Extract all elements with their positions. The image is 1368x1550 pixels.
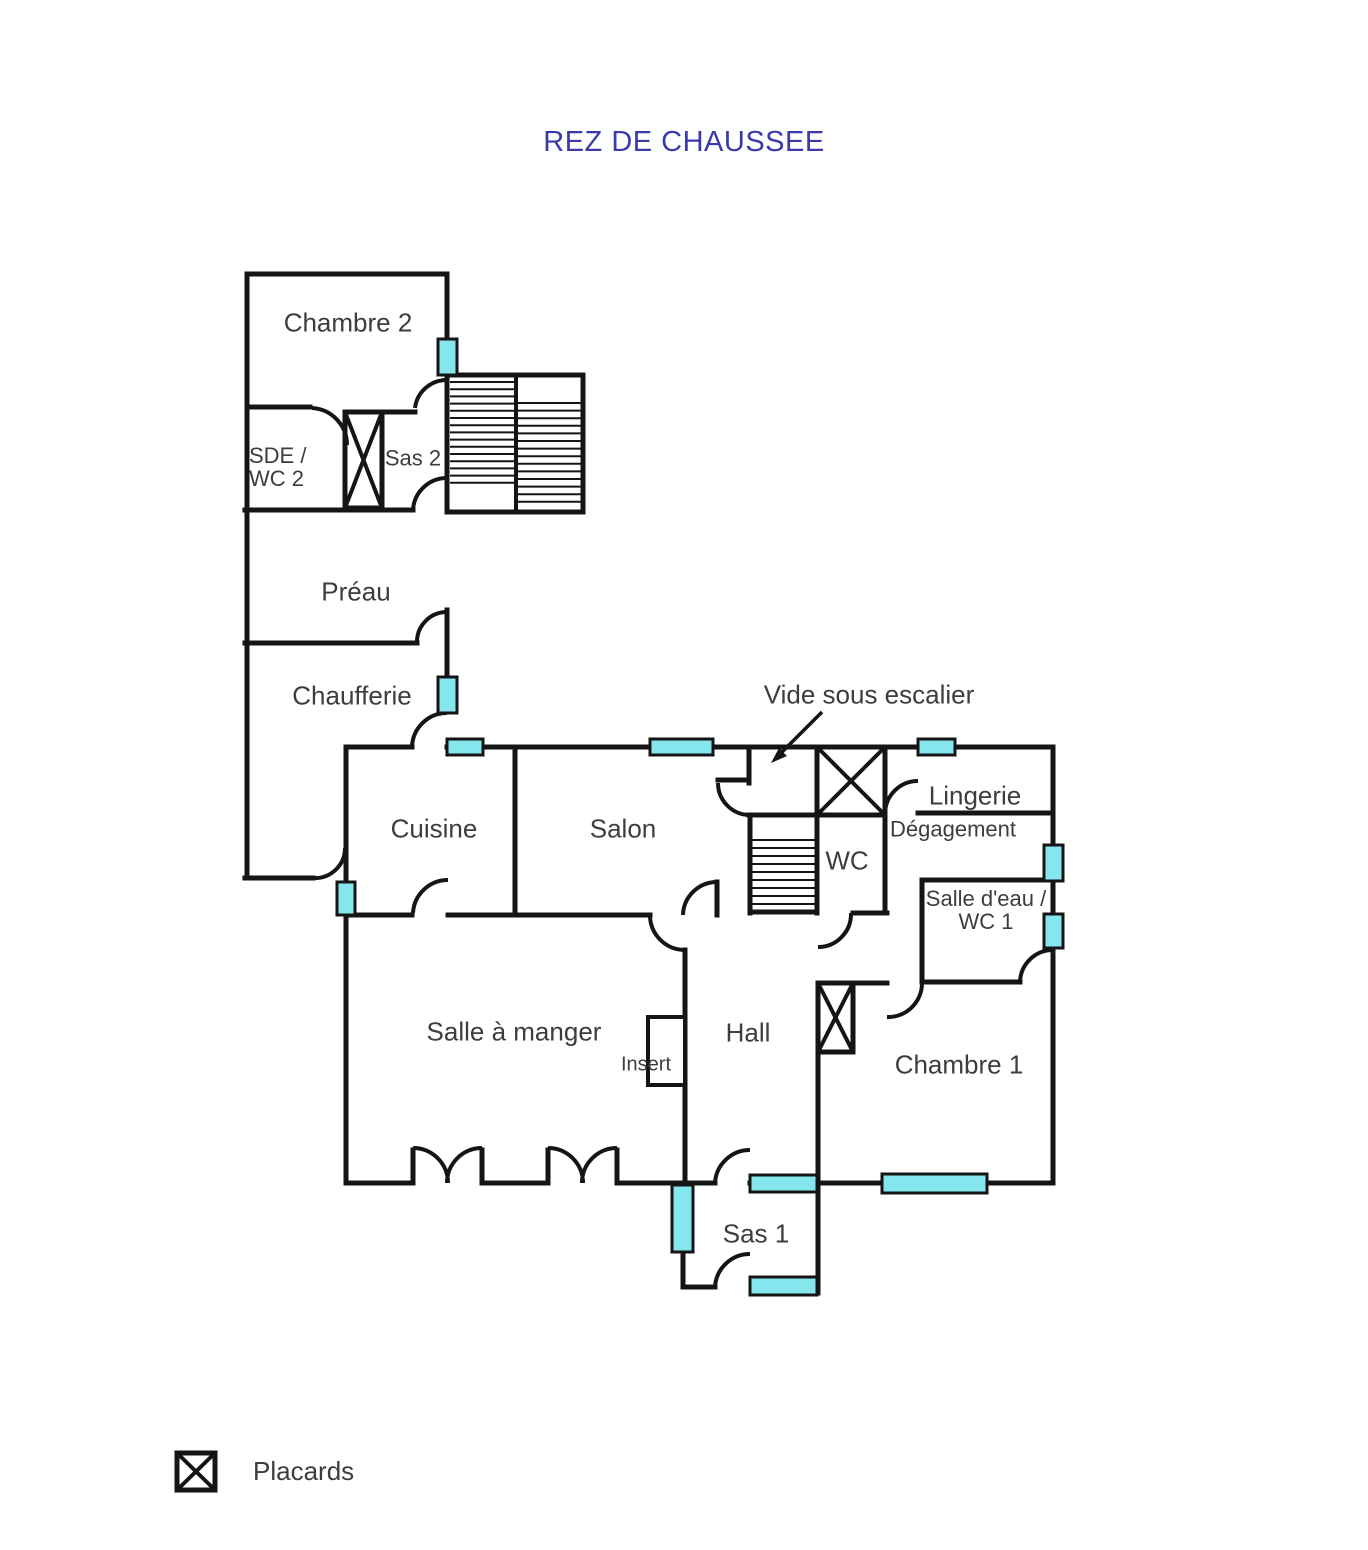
window	[880, 1172, 989, 1195]
door-arc	[547, 1146, 585, 1184]
door-arc	[713, 1251, 751, 1288]
door-arc	[883, 779, 919, 814]
page-title: REZ DE CHAUSSEE	[543, 126, 825, 158]
annotation-arrow	[780, 710, 824, 754]
door-arc	[413, 377, 448, 409]
door-arc	[445, 1146, 483, 1184]
door-arc	[312, 847, 348, 881]
door-arc	[410, 711, 448, 748]
placard-cross	[816, 982, 855, 1053]
window	[1042, 843, 1065, 883]
door-arc	[681, 880, 718, 916]
window	[436, 675, 459, 715]
door-arc	[414, 610, 448, 644]
insert-fireplace	[646, 1015, 687, 1087]
door-arc	[412, 1146, 450, 1184]
door-arc	[817, 912, 854, 949]
door-arc	[716, 782, 751, 817]
window	[436, 337, 459, 377]
door-arc	[713, 1147, 751, 1184]
window	[335, 880, 357, 917]
window	[445, 737, 485, 757]
placard-cross	[815, 745, 887, 817]
door-arc	[648, 914, 686, 952]
placard-cross	[343, 411, 384, 509]
door-arc	[411, 475, 448, 511]
door-arc	[886, 982, 924, 1020]
window	[748, 1173, 819, 1194]
window	[670, 1183, 695, 1254]
window	[916, 737, 957, 757]
window	[748, 1275, 819, 1297]
door-arc	[580, 1146, 618, 1184]
annotation-arrow-head	[771, 748, 787, 763]
placard-cross	[175, 1451, 217, 1492]
door-arc	[411, 877, 449, 914]
window	[648, 737, 715, 757]
door-arc	[311, 406, 350, 446]
window	[1042, 912, 1065, 950]
legend-label: Placards	[253, 1456, 355, 1486]
door-arc	[1018, 948, 1054, 983]
